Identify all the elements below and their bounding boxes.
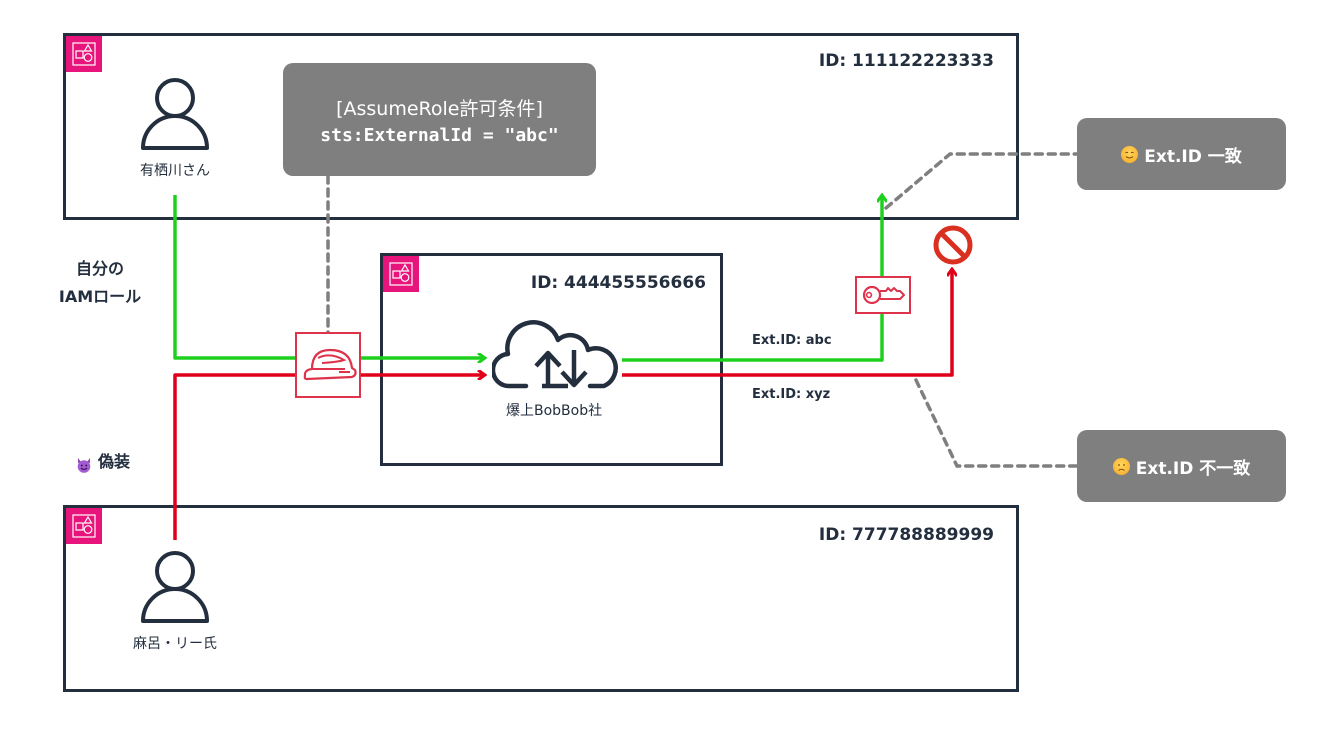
prohibited-icon	[933, 225, 973, 265]
service-bobbob	[490, 320, 622, 390]
own-role-line2: IAMロール	[58, 287, 142, 306]
own-iam-role-label: 自分の IAMロール	[55, 255, 145, 311]
smiling-devil-emoji	[76, 454, 92, 473]
result-match-callout: Ext.ID 一致	[1077, 118, 1286, 190]
iam-role-helmet-icon	[295, 332, 361, 398]
user-maro-lee: 麻呂・リー氏	[113, 551, 237, 653]
frowning-face-emoji	[1112, 457, 1130, 475]
account-id-label: ID: 444455556666	[530, 273, 706, 293]
allow-path-service-to-key	[622, 313, 884, 362]
account-id-label: ID: 111122223333	[818, 51, 994, 71]
ext-id-mismatch-label: Ext.ID: xyz	[752, 387, 831, 402]
user-name: 有栖川さん	[140, 163, 210, 179]
result-mismatch-label: Ext.ID 不一致	[1135, 458, 1251, 479]
user-icon	[141, 551, 209, 623]
cloud-upload-download-icon	[490, 320, 618, 389]
allow-path-to-role	[173, 195, 296, 360]
result-mismatch-callout: Ext.ID 不一致	[1077, 430, 1286, 502]
account-box-777788889999: ID: 777788889999	[63, 505, 1019, 692]
user-name: 麻呂・リー氏	[133, 636, 217, 652]
user-icon	[141, 78, 209, 150]
disguise-label: 偽装	[76, 448, 130, 476]
policy-title: [AssumeRole許可条件]	[336, 97, 543, 120]
account-group-icon	[383, 256, 419, 292]
deny-path-service-to-deny	[622, 270, 952, 377]
ext-id-match-label: Ext.ID: abc	[752, 333, 832, 348]
mismatch-connector-dashed	[914, 378, 1079, 468]
policy-condition: sts:ExternalId = "abc"	[320, 124, 559, 146]
match-connector-dashed	[884, 152, 1079, 210]
own-role-line1: 自分の	[75, 259, 124, 278]
account-group-icon	[66, 508, 102, 544]
iam-key-icon	[855, 276, 911, 314]
result-match-label: Ext.ID 一致	[1144, 146, 1242, 167]
account-id-label: ID: 777788889999	[818, 525, 994, 545]
smiling-face-emoji	[1121, 145, 1139, 163]
service-name: 爆上BobBob社	[506, 403, 603, 419]
account-group-icon	[66, 36, 102, 72]
deny-path-to-role	[173, 373, 296, 540]
user-arisugawa: 有栖川さん	[113, 78, 237, 180]
assume-role-condition-callout: [AssumeRole許可条件] sts:ExternalId = "abc"	[283, 63, 596, 176]
disguise-text: 偽装	[98, 452, 131, 471]
